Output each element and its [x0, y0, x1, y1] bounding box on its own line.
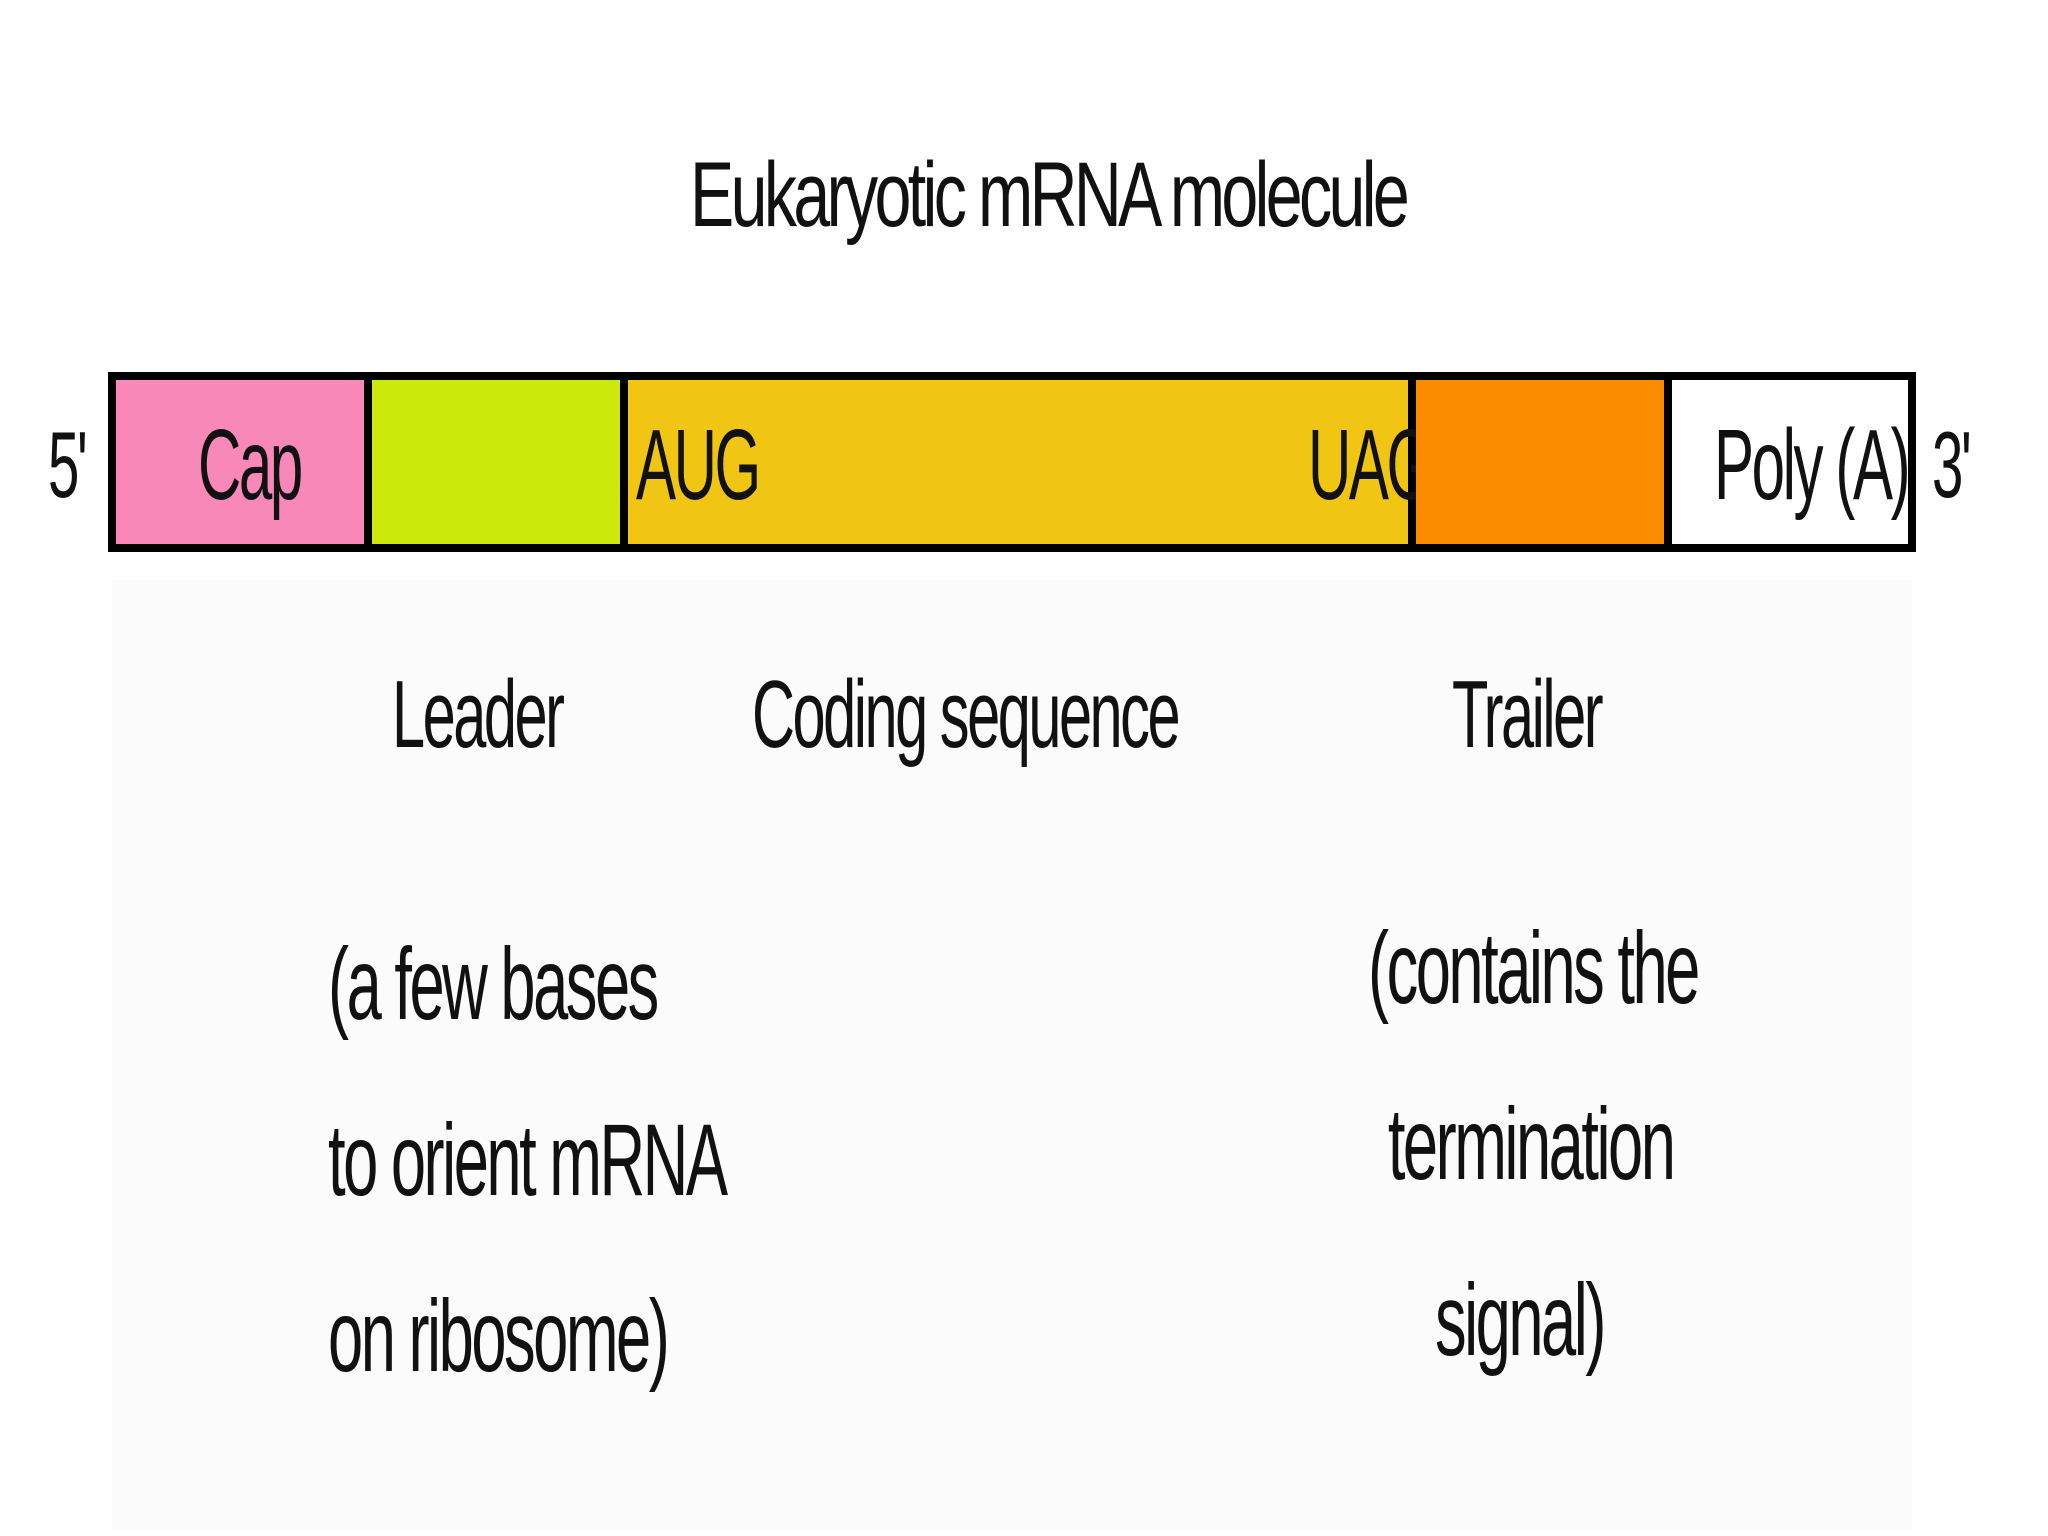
- three-prime-end-label: 3': [1932, 412, 1972, 517]
- lower-background-panel: [112, 580, 1912, 1530]
- leader-description-line-3: on ribosome): [328, 1279, 670, 1393]
- start-codon-label: AUG: [636, 409, 761, 521]
- trailer-region-label: Trailer: [1452, 661, 1604, 768]
- cap-label: Cap: [198, 409, 303, 521]
- leader-description: (a few bases to orient mRNA on ribosome): [328, 896, 728, 1424]
- trailer-description: (contains the termination signal): [1368, 880, 1700, 1408]
- stop-codon-label: UAG: [1308, 409, 1433, 521]
- poly-a-segment: Poly (A): [1672, 380, 1911, 544]
- trailer-description-line-3: signal): [1434, 1263, 1606, 1377]
- mrna-molecule-bar: Cap AUG UAG Poly (A): [108, 372, 1916, 552]
- poly-a-label: Poly (A): [1714, 409, 1911, 521]
- diagram-title: Eukaryotic mRNA molecule: [690, 144, 1410, 246]
- five-prime-end-label: 5': [48, 412, 88, 517]
- cap-segment: Cap: [116, 380, 364, 544]
- leader-description-line-2: to orient mRNA: [328, 1103, 728, 1217]
- trailer-description-line-2: termination: [1387, 1087, 1676, 1201]
- leader-segment: [372, 380, 620, 544]
- trailer-description-line-1: (contains the: [1368, 911, 1700, 1025]
- coding-sequence-segment: AUG UAG: [628, 380, 1433, 544]
- trailer-segment: [1416, 380, 1664, 544]
- leader-description-line-1: (a few bases: [328, 927, 659, 1041]
- leader-region-label: Leader: [392, 661, 565, 768]
- coding-sequence-region-label: Coding sequence: [752, 661, 1181, 768]
